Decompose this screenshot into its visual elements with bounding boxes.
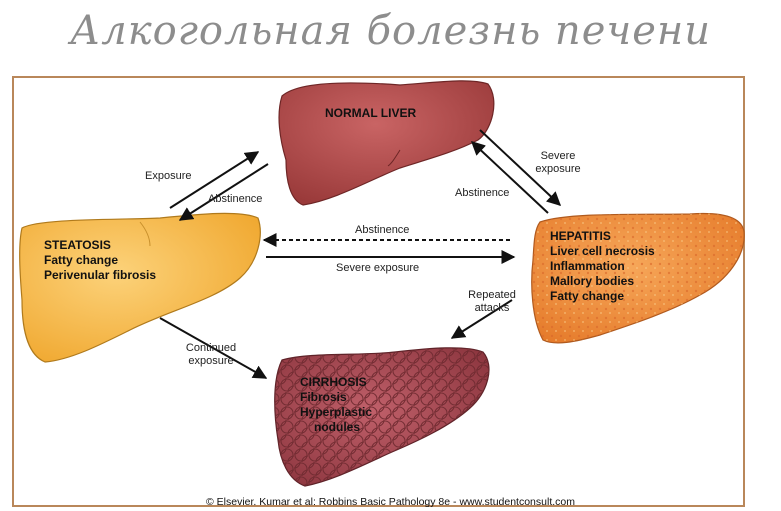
cirrhosis-liver-shape	[274, 347, 490, 487]
label-abstinence-left: Abstinence	[208, 193, 263, 205]
cirrhosis-title: CIRRHOSIS	[300, 375, 367, 389]
label-severe-exposure-right-1: Severe	[540, 150, 576, 162]
normal-liver-shape	[278, 80, 495, 206]
slide-title: Алкогольная болезнь печени	[69, 8, 712, 54]
steatosis-line-2: Perivenular fibrosis	[44, 268, 157, 282]
steatosis-title: STEATOSIS	[44, 238, 111, 252]
hepatitis-line-4: Fatty change	[550, 289, 625, 303]
label-repeated-attacks-1: Repeated	[468, 289, 516, 301]
cirrhosis-label: CIRRHOSIS Fibrosis Hyperplastic nodules	[300, 375, 372, 435]
steatosis-liver-shape	[19, 212, 261, 363]
hepatitis-title: HEPATITIS	[550, 229, 611, 243]
arrow-repeated-attacks	[450, 299, 513, 339]
cirrhosis-line-2: Hyperplastic	[300, 405, 373, 419]
arrow-continued-exposure	[159, 317, 268, 379]
label-continued-exposure-1: Continued	[185, 342, 237, 354]
label-continued-exposure-2: exposure	[188, 355, 234, 367]
arrow-abstinence-right	[470, 141, 549, 214]
arrow-severe-exposure-right	[479, 129, 562, 206]
label-continued-exposure: Continued exposure	[178, 342, 244, 368]
cirrhosis-line-3: nodules	[314, 420, 361, 434]
label-repeated-attacks: Repeated attacks	[462, 289, 522, 315]
hepatitis-line-1: Liver cell necrosis	[550, 244, 655, 258]
label-severe-exposure-middle: Severe exposure	[336, 262, 420, 274]
normal-liver-title: NORMAL LIVER	[325, 106, 417, 120]
arrow-abstinence-left	[178, 163, 269, 221]
hepatitis-label: HEPATITIS Liver cell necrosis Inflammati…	[550, 229, 655, 304]
copyright-note: © Elsevier. Kumar et al: Robbins Basic P…	[206, 496, 575, 508]
label-severe-exposure-right: Severe exposure	[530, 150, 586, 176]
steatosis-label: STEATOSIS Fatty change Perivenular fibro…	[44, 238, 156, 283]
label-abstinence-right: Abstinence	[455, 187, 510, 199]
label-repeated-attacks-2: attacks	[474, 302, 510, 314]
steatosis-line-1: Fatty change	[44, 253, 119, 267]
arrow-exposure	[169, 151, 260, 209]
label-severe-exposure-right-2: exposure	[535, 163, 581, 175]
cirrhosis-line-1: Fibrosis	[300, 390, 347, 404]
hepatitis-line-2: Inflammation	[550, 259, 625, 273]
label-exposure: Exposure	[145, 170, 192, 182]
hepatitis-liver-shape	[531, 212, 745, 344]
label-abstinence-middle: Abstinence	[355, 224, 410, 236]
hepatitis-line-3: Mallory bodies	[550, 274, 635, 288]
